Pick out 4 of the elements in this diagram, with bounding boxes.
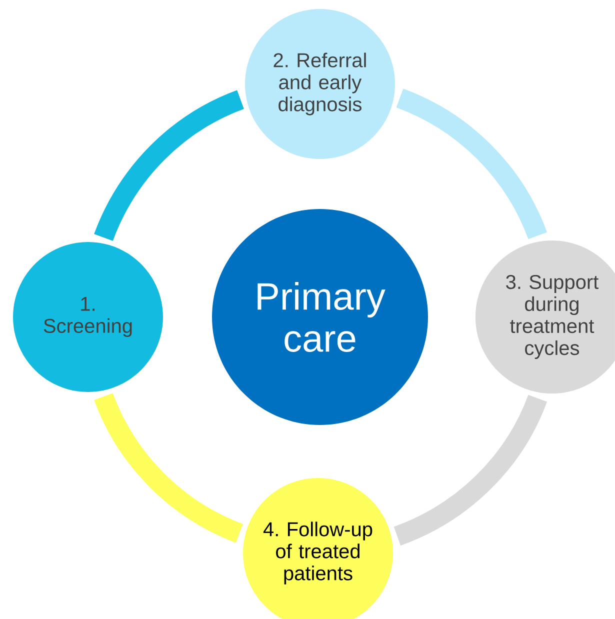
ring-arc	[94, 90, 244, 242]
ring-arc	[94, 392, 244, 543]
ring-arc	[394, 394, 547, 546]
ring-arc	[396, 88, 547, 240]
